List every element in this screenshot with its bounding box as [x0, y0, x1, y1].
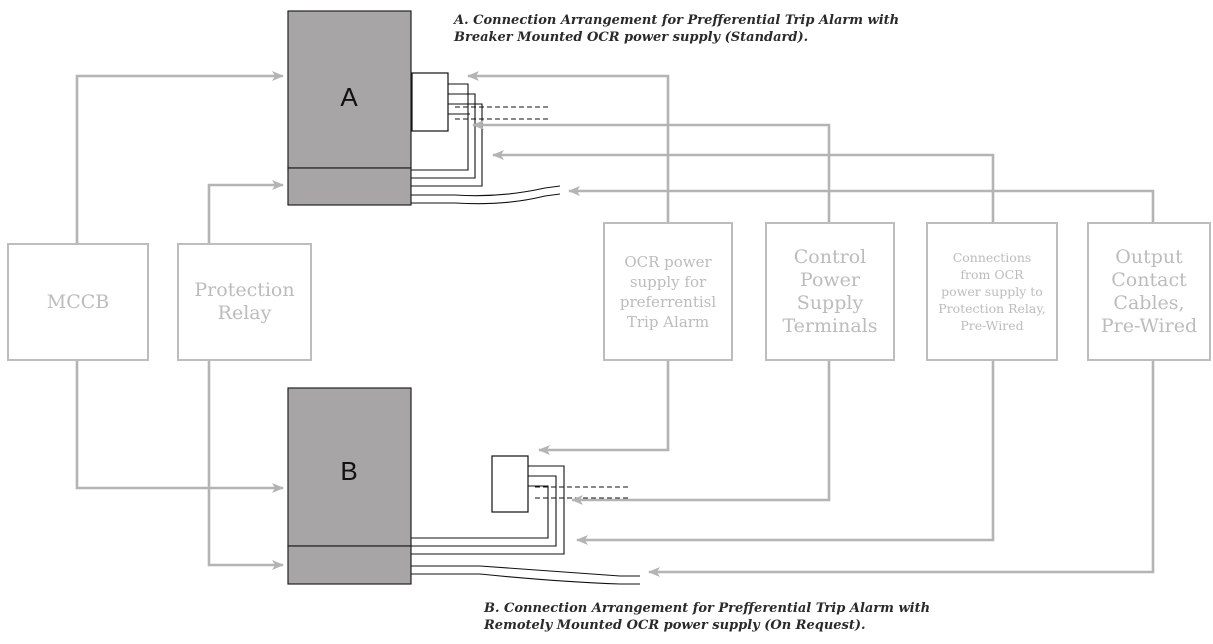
protection-relay-box: Protection Relay	[177, 243, 312, 361]
gray-connectors	[75, 71, 1155, 577]
arrow-relay-to-a	[207, 180, 284, 243]
arrow-control-to-b	[571, 361, 831, 505]
caption-a: A. Connection Arrangement for Prefferent…	[454, 12, 899, 46]
mccb-label: MCCB	[46, 290, 110, 313]
connections-ocr-label: Connections from OCR power supply to Pro…	[938, 250, 1046, 333]
output-contact-box: Output Contact Cables, Pre-Wired	[1087, 222, 1211, 361]
arrow-mccb-to-a	[75, 71, 284, 243]
breaker-b: B	[287, 387, 529, 585]
control-power-label: Control Power Supply Terminals	[782, 245, 878, 337]
breaker-b-body	[287, 387, 412, 547]
arrow-ocr-to-b	[538, 361, 670, 455]
caption-a-line1: A. Connection Arrangement for Prefferent…	[454, 13, 900, 28]
caption-a-line2: Breaker Mounted OCR power supply (Standa…	[454, 30, 809, 45]
caption-b: B. Connection Arrangement for Prefferent…	[484, 600, 930, 634]
arrow-connections-to-b	[576, 361, 995, 545]
breaker-a-base	[287, 167, 412, 206]
breaker-a: A	[287, 10, 449, 206]
arrow-output-to-a	[568, 186, 1155, 222]
ocr-power-supply-label: OCR power supply for preferrentisl Trip …	[619, 252, 717, 331]
breaker-a-body	[287, 10, 412, 169]
arrow-connections-to-a	[492, 150, 995, 222]
protection-relay-label: Protection Relay	[194, 279, 295, 324]
arrow-relay-to-b	[207, 361, 284, 570]
ocr-power-supply-box: OCR power supply for preferrentisl Trip …	[603, 222, 733, 361]
breaker-b-base	[287, 545, 412, 585]
arrow-control-to-a	[472, 120, 831, 222]
arrow-mccb-to-b	[75, 361, 284, 493]
output-contact-label: Output Contact Cables, Pre-Wired	[1100, 245, 1198, 337]
caption-b-line1: B. Connection Arrangement for Prefferent…	[484, 601, 931, 616]
mccb-box: MCCB	[7, 243, 149, 361]
wiring-b	[411, 465, 640, 585]
ocr-unit-b	[491, 455, 529, 513]
connections-ocr-box: Connections from OCR power supply to Pro…	[926, 222, 1058, 361]
caption-b-line2: Remotely Mounted OCR power supply (On Re…	[484, 618, 866, 633]
breaker-b-label: B	[340, 456, 357, 486]
control-power-box: Control Power Supply Terminals	[765, 222, 895, 361]
arrow-ocr-to-a	[467, 71, 670, 222]
arrow-output-to-b	[648, 361, 1155, 577]
breaker-a-label: A	[340, 82, 358, 112]
wiring-a	[411, 83, 561, 205]
ocr-unit-a	[411, 72, 449, 132]
